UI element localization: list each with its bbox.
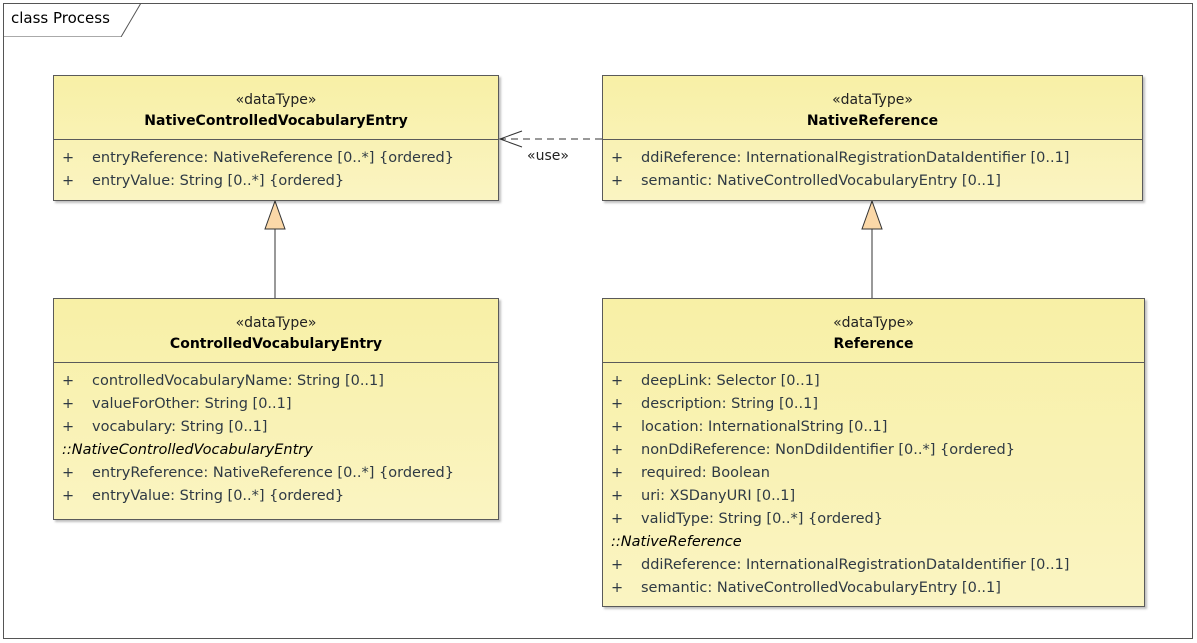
class-name: Reference — [833, 336, 914, 352]
inherited-section-title: ::NativeReference — [611, 534, 742, 550]
attribute-row[interactable]: + description: String [0..1] — [603, 393, 1144, 416]
attribute-text: ddiReference: InternationalRegistrationD… — [641, 557, 1070, 573]
visibility-marker: + — [611, 396, 624, 412]
attribute-text: nonDdiReference: NonDdiIdentifier [0..*]… — [641, 442, 1015, 458]
class-native-reference[interactable]: «dataType» NativeReference + ddiReference… — [602, 75, 1143, 201]
visibility-marker: + — [62, 396, 75, 412]
class-header: «dataType» ControlledVocabularyEntry — [54, 299, 498, 363]
inherited-section-title: ::NativeControlledVocabularyEntry — [62, 442, 313, 458]
inherited-attribute-row[interactable]: + entryReference: NativeReference [0..*] … — [54, 462, 498, 485]
attribute-compartment: + entryReference: NativeReference [0..*] … — [54, 140, 498, 193]
visibility-marker: + — [611, 511, 624, 527]
attribute-compartment: + deepLink: Selector [0..1] + description:… — [603, 363, 1144, 600]
visibility-marker: + — [611, 442, 624, 458]
frame-title: class Process — [11, 9, 110, 27]
class-name: NativeControlledVocabularyEntry — [144, 113, 408, 129]
class-controlled-vocabulary-entry[interactable]: «dataType» ControlledVocabularyEntry + co… — [53, 298, 499, 520]
attribute-text: semantic: NativeControlledVocabularyEntr… — [641, 580, 1001, 596]
attribute-text: entryReference: NativeReference [0..*] {… — [92, 465, 454, 481]
class-stereotype: «dataType» — [833, 315, 914, 331]
attribute-text: semantic: NativeControlledVocabularyEntr… — [641, 173, 1001, 189]
visibility-marker: + — [611, 557, 624, 573]
attribute-text: entryReference: NativeReference [0..*] {… — [92, 150, 454, 166]
attribute-row[interactable]: + nonDdiReference: NonDdiIdentifier [0..*… — [603, 439, 1144, 462]
attribute-row[interactable]: + valueForOther: String [0..1] — [54, 393, 498, 416]
visibility-marker: + — [62, 465, 75, 481]
attribute-text: deepLink: Selector [0..1] — [641, 373, 820, 389]
class-name: ControlledVocabularyEntry — [169, 336, 383, 352]
visibility-marker: + — [611, 150, 624, 166]
class-header: «dataType» NativeControlledVocabularyEnt… — [54, 76, 498, 140]
inherited-attribute-row[interactable]: + semantic: NativeControlledVocabularyEnt… — [603, 577, 1144, 600]
attribute-row[interactable]: + controlledVocabularyName: String [0..1] — [54, 370, 498, 393]
attribute-text: description: String [0..1] — [641, 396, 818, 412]
attribute-row[interactable]: + entryValue: String [0..*] {ordered} — [54, 170, 498, 193]
attribute-compartment: + controlledVocabularyName: String [0..1]… — [54, 363, 498, 508]
diagram-frame — [3, 3, 1193, 639]
class-stereotype: «dataType» — [832, 92, 913, 108]
class-reference[interactable]: «dataType» Reference + deepLink: Selector… — [602, 298, 1145, 607]
attribute-compartment: + ddiReference: InternationalRegistration… — [603, 140, 1142, 193]
attribute-text: entryValue: String [0..*] {ordered} — [92, 173, 345, 189]
visibility-marker: + — [62, 419, 75, 435]
generalization-cve-to-ncve[interactable] — [264, 199, 286, 298]
visibility-marker: + — [611, 488, 624, 504]
class-stereotype: «dataType» — [235, 92, 317, 108]
attribute-row[interactable]: + ddiReference: InternationalRegistration… — [603, 147, 1142, 170]
attribute-row[interactable]: + deepLink: Selector [0..1] — [603, 370, 1144, 393]
visibility-marker: + — [611, 580, 624, 596]
visibility-marker: + — [62, 150, 75, 166]
attribute-row[interactable]: + uri: XSDanyURI [0..1] — [603, 485, 1144, 508]
visibility-marker: + — [62, 488, 75, 504]
attribute-text: entryValue: String [0..*] {ordered} — [92, 488, 345, 504]
dependency-use[interactable] — [498, 130, 602, 148]
attribute-text: required: Boolean — [641, 465, 770, 481]
class-stereotype: «dataType» — [235, 315, 317, 331]
attribute-row[interactable]: + entryReference: NativeReference [0..*] … — [54, 147, 498, 170]
attribute-row[interactable]: + location: InternationalString [0..1] — [603, 416, 1144, 439]
visibility-marker: + — [611, 173, 624, 189]
attribute-text: ddiReference: InternationalRegistrationD… — [641, 150, 1070, 166]
attribute-row[interactable]: + required: Boolean — [603, 462, 1144, 485]
visibility-marker: + — [611, 419, 624, 435]
dependency-use-label: «use» — [527, 148, 569, 164]
frame-tab-shape — [3, 3, 142, 37]
visibility-marker: + — [62, 373, 75, 389]
attribute-text: controlledVocabularyName: String [0..1] — [92, 373, 384, 389]
attribute-row[interactable]: + semantic: NativeControlledVocabularyEnt… — [603, 170, 1142, 193]
attribute-row[interactable]: + vocabulary: String [0..1] — [54, 416, 498, 439]
attribute-text: valueForOther: String [0..1] — [92, 396, 292, 412]
attribute-text: location: InternationalString [0..1] — [641, 419, 888, 435]
inherited-attribute-row[interactable]: + ddiReference: InternationalRegistration… — [603, 554, 1144, 577]
class-name: NativeReference — [806, 113, 939, 129]
visibility-marker: + — [611, 465, 624, 481]
class-header: «dataType» Reference — [603, 299, 1144, 363]
class-native-controlled-vocabulary-entry[interactable]: «dataType» NativeControlledVocabularyEnt… — [53, 75, 499, 201]
attribute-row[interactable]: + validType: String [0..*] {ordered} — [603, 508, 1144, 531]
generalization-ref-to-nref[interactable] — [861, 199, 883, 298]
attribute-text: validType: String [0..*] {ordered} — [641, 511, 883, 527]
attribute-text: uri: XSDanyURI [0..1] — [641, 488, 796, 504]
visibility-marker: + — [62, 173, 75, 189]
visibility-marker: + — [611, 373, 624, 389]
inherited-attribute-row[interactable]: + entryValue: String [0..*] {ordered} — [54, 485, 498, 508]
class-header: «dataType» NativeReference — [603, 76, 1142, 140]
attribute-text: vocabulary: String [0..1] — [92, 419, 268, 435]
